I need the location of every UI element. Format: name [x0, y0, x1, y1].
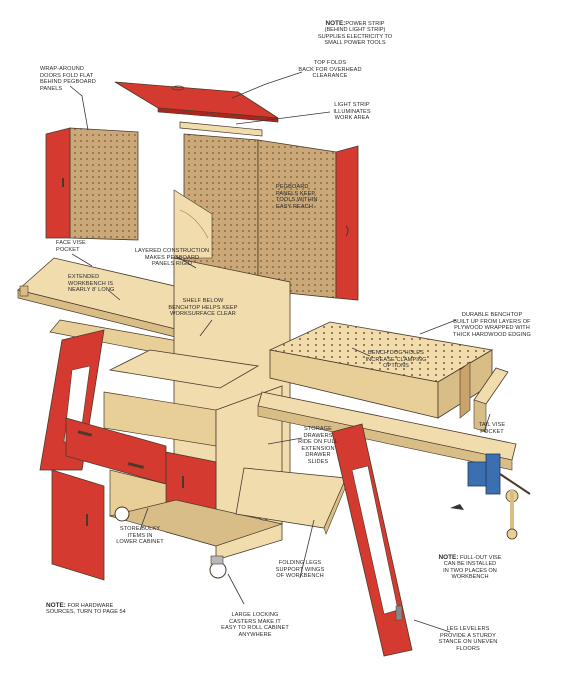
callout-layered-construction: LAYERED CONSTRUCTION MAKES PEGBOARD PANE…: [134, 248, 210, 268]
note-label: NOTE:: [46, 601, 66, 609]
callout-tail-vise: TAIL VISE POCKET: [478, 422, 506, 435]
callout-large-casters: LARGE LOCKING CASTERS MAKE IT EASY TO RO…: [221, 612, 289, 638]
callout-wrap-around-doors: WRAP-AROUND DOORS FOLD FLAT BEHIND PEGBO…: [40, 66, 96, 92]
loose-cabinet-door: [51, 469, 105, 581]
left-pegboard-panel: [45, 127, 139, 241]
callout-extended-workbench: EXTENDED WORKBENCH IS NEARLY 8' LONG: [68, 274, 115, 294]
center-pegboard-panel: [173, 121, 359, 301]
note-text: FOR HARDWARE SOURCES, TURN TO PAGE 54: [46, 602, 126, 616]
bench-vise: [450, 453, 531, 540]
top-fold-panel: [114, 81, 279, 123]
note-label: NOTE:: [325, 19, 346, 27]
leader-lines: [69, 71, 491, 633]
note-text: FULL-OUT VISE CAN BE INSTALLED IN TWO PL…: [443, 554, 502, 581]
note-pull-out-vise: NOTE: FULL-OUT VISE CAN BE INSTALLED IN …: [428, 548, 512, 581]
note-label: NOTE:: [438, 553, 459, 561]
callout-light-strip: LIGHT STRIP ILLUMINATES WORK AREA: [333, 102, 371, 122]
callout-pegboard-panels: PEGBOARD PANELS KEEP TOOLS WITHIN EASY R…: [276, 184, 318, 210]
callout-leg-levelers: LEG LEVELERS PROVIDE A STURDY STANCE ON …: [438, 626, 498, 652]
callout-face-vise: FACE VISE POCKET: [56, 240, 86, 253]
callout-storage-drawers: STORAGE DRAWERS RIDE ON FULL EXTENSION D…: [298, 426, 338, 465]
callout-top-folds: TOP FOLDS BACK FOR OVERHEAD CLEARANCE: [298, 60, 362, 80]
callout-store-bulky: STORE BULKY ITEMS IN LOWER CABINET: [116, 526, 164, 546]
pull-out-rail: [257, 391, 517, 471]
callout-folding-legs: FOLDING LEGS SUPPORT WINGS OF WORKBENCH: [275, 560, 325, 580]
note-power-strip: NOTE:POWER STRIP (BEHIND LIGHT STRIP) SU…: [310, 14, 400, 47]
callout-durable-benchtop: DURABLE BENCHTOP BUILT UP FROM LAYERS OF…: [453, 312, 531, 338]
note-hardware: NOTE: FOR HARDWARE SOURCES, TURN TO PAGE…: [46, 596, 126, 616]
note-text: POWER STRIP (BEHIND LIGHT STRIP) SUPPLIE…: [317, 20, 393, 47]
right-folding-leg: [331, 423, 413, 657]
callout-bench-dog-holes: BENCH DOG HOLES INCREASE CLAMPING OPTION…: [365, 350, 427, 370]
callout-shelf-below: SHELF BELOW BENCHTOP HELPS KEEP WORKSURF…: [168, 298, 238, 318]
right-benchtop-wing: [268, 321, 509, 433]
